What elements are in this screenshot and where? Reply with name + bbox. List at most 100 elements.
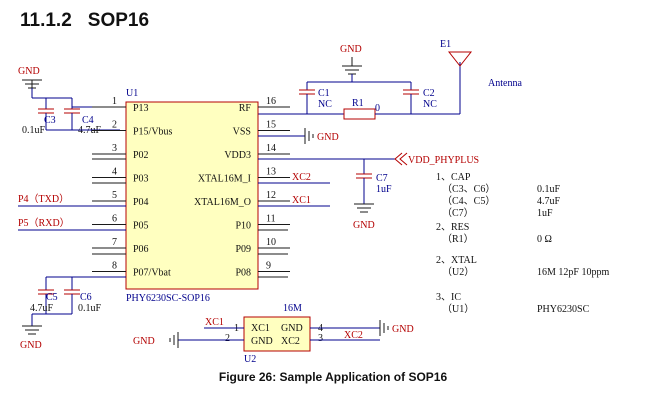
gnd-left-top-label: GND (18, 66, 40, 77)
antenna-ref: E1 (440, 39, 451, 50)
antenna-icon (447, 51, 473, 67)
c7-ref: C7 (376, 173, 388, 184)
c1-capacitor-icon (299, 89, 315, 95)
figure-caption: Figure 26: Sample Application of SOP16 (218, 370, 448, 384)
u2-freq: 16M (283, 303, 302, 314)
c3-ref: C3 (44, 115, 56, 126)
bom-note-line: （U2） (442, 266, 474, 278)
gnd-c7-label: GND (353, 220, 375, 231)
u1-pin-number: 7 (112, 237, 117, 248)
gnd-left-top-icon (22, 79, 42, 89)
gnd-u2-left-icon (169, 332, 179, 348)
gnd-u2-left-label: GND (133, 336, 155, 347)
bom-note-line: （C4、C5） (442, 195, 495, 207)
gnd-left-bottom-icon (22, 325, 42, 335)
c5-ref: C5 (46, 292, 58, 303)
u1-pin-name: P10 (235, 221, 251, 232)
u2-pin3-name: XC2 (281, 336, 300, 347)
u1-pin-number: 2 (112, 120, 117, 131)
u2-pin4-name: GND (281, 323, 303, 334)
p4-net-label: P4（TXD） (18, 193, 69, 205)
u1-pin-number: 3 (112, 143, 117, 154)
section-heading: 11.1.2 SOP16 (20, 10, 149, 32)
gnd-c7-icon (354, 203, 374, 213)
u1-pin-number: 16 (266, 96, 276, 107)
r1-value: 0 (375, 103, 380, 114)
u1-chip: U1 1P132P15/Vbus3P024P035P046P057P068P07… (92, 88, 290, 304)
u1-pin-name: P06 (133, 244, 149, 255)
u1-pin-name: P05 (133, 221, 149, 232)
u1-pin-name: P08 (235, 268, 251, 279)
u1-left-pins: 1P132P15/Vbus3P024P035P046P057P068P07/Vb… (92, 96, 173, 279)
bom-note-line: 1、CAP (436, 172, 471, 183)
u2-pin3-num: 3 (318, 333, 323, 344)
vdd-net: VDD_PHYPLUS C7 1uF GND (258, 152, 479, 231)
c3-value: 0.1uF (22, 125, 46, 136)
vss-gnd: GND (258, 128, 339, 144)
u1-pin-number: 6 (112, 214, 117, 225)
gnd-top-icon (342, 57, 362, 75)
u2-xc1-label: XC1 (205, 317, 224, 328)
u1-pin-name: P02 (133, 150, 149, 161)
u1-part: PHY6230SC-SOP16 (126, 293, 210, 304)
c6-capacitor-icon (64, 289, 80, 295)
u1-pin-number: 12 (266, 190, 276, 201)
antenna-network: GND C1 NC C2 NC R1 0 (258, 39, 522, 120)
bom-notes: 1、CAP（C3、C6）0.1uF（C4、C5）4.7uF（C7）1uF2、RE… (436, 172, 609, 315)
u1-pin-number: 10 (266, 237, 276, 248)
u1-pin-name: VDD3 (224, 150, 251, 161)
xc2-net-label: XC2 (292, 172, 311, 183)
u2-crystal: 16M XC1 GND GND XC2 1 2 4 3 U2 XC1 GND G… (133, 303, 414, 365)
left-nets: P4（TXD） P5（RXD） (18, 158, 126, 255)
r1-resistor-icon (343, 108, 376, 120)
bom-note-line: 3、IC (436, 292, 461, 303)
u2-ref: U2 (244, 354, 256, 365)
u1-pin-name: RF (239, 103, 252, 114)
c7-capacitor-icon (356, 173, 372, 179)
u1-pin-number: 14 (266, 143, 276, 154)
section-number: 11.1.2 (20, 10, 72, 31)
gnd-vss-icon (304, 128, 314, 144)
u2-pin2-num: 2 (225, 333, 230, 344)
u1-pin-name: XTAL16M_O (194, 197, 251, 208)
c4-ref: C4 (82, 115, 94, 126)
u1-pin-number: 5 (112, 190, 117, 201)
bom-note-value: 4.7uF (537, 196, 561, 207)
u1-pin-number: 13 (266, 167, 276, 178)
bom-note-line: 2、XTAL (436, 255, 477, 266)
u1-pin-number: 1 (112, 96, 117, 107)
u1-pin-number: 4 (112, 167, 117, 178)
xc1-net-label: XC1 (292, 195, 311, 206)
u1-right-pins: 16RF15VSS14VDD313XTAL16M_I12XTAL16M_O11P… (194, 96, 290, 279)
p5-net-label: P5（RXD） (18, 217, 70, 229)
u1-pin-name: XTAL16M_I (198, 174, 251, 185)
bom-note-value: PHY6230SC (537, 304, 590, 315)
bom-note-line: （C3、C6） (442, 183, 495, 195)
section-title: SOP16 (87, 10, 150, 31)
bom-note-value: 1uF (537, 208, 553, 219)
r1-ref: R1 (352, 98, 364, 109)
gnd-top-label: GND (340, 44, 362, 55)
gnd-u2-right-icon (379, 320, 389, 336)
u1-pin-name: P03 (133, 174, 149, 185)
c4-capacitor-icon (64, 108, 80, 114)
xtal-nets: XC2 XC1 (258, 172, 330, 278)
u1-pin-number: 8 (112, 261, 117, 272)
c1-value: NC (318, 99, 332, 110)
gnd-u2-right-label: GND (392, 324, 414, 335)
c1-ref: C1 (318, 88, 330, 99)
c7-value: 1uF (376, 184, 392, 195)
gnd-vss-label: GND (317, 132, 339, 143)
c3-capacitor-icon (38, 108, 54, 114)
c6-ref: C6 (80, 292, 92, 303)
bom-note-line: 2、RES (436, 222, 469, 233)
u1-pin-name: P15/Vbus (133, 127, 173, 138)
u1-pin-name: P09 (235, 244, 251, 255)
c3-c4-network: GND C3 C4 0.1uF 4.7uF (18, 66, 120, 136)
bom-note-value: 0.1uF (537, 184, 561, 195)
c5-c6-network: C5 C6 4.7uF 0.1uF GND (20, 276, 126, 351)
c2-value: NC (423, 99, 437, 110)
u1-pin-name: P13 (133, 103, 149, 114)
u1-pin-number: 9 (266, 261, 271, 272)
bom-note-value: 0 Ω (537, 234, 552, 245)
